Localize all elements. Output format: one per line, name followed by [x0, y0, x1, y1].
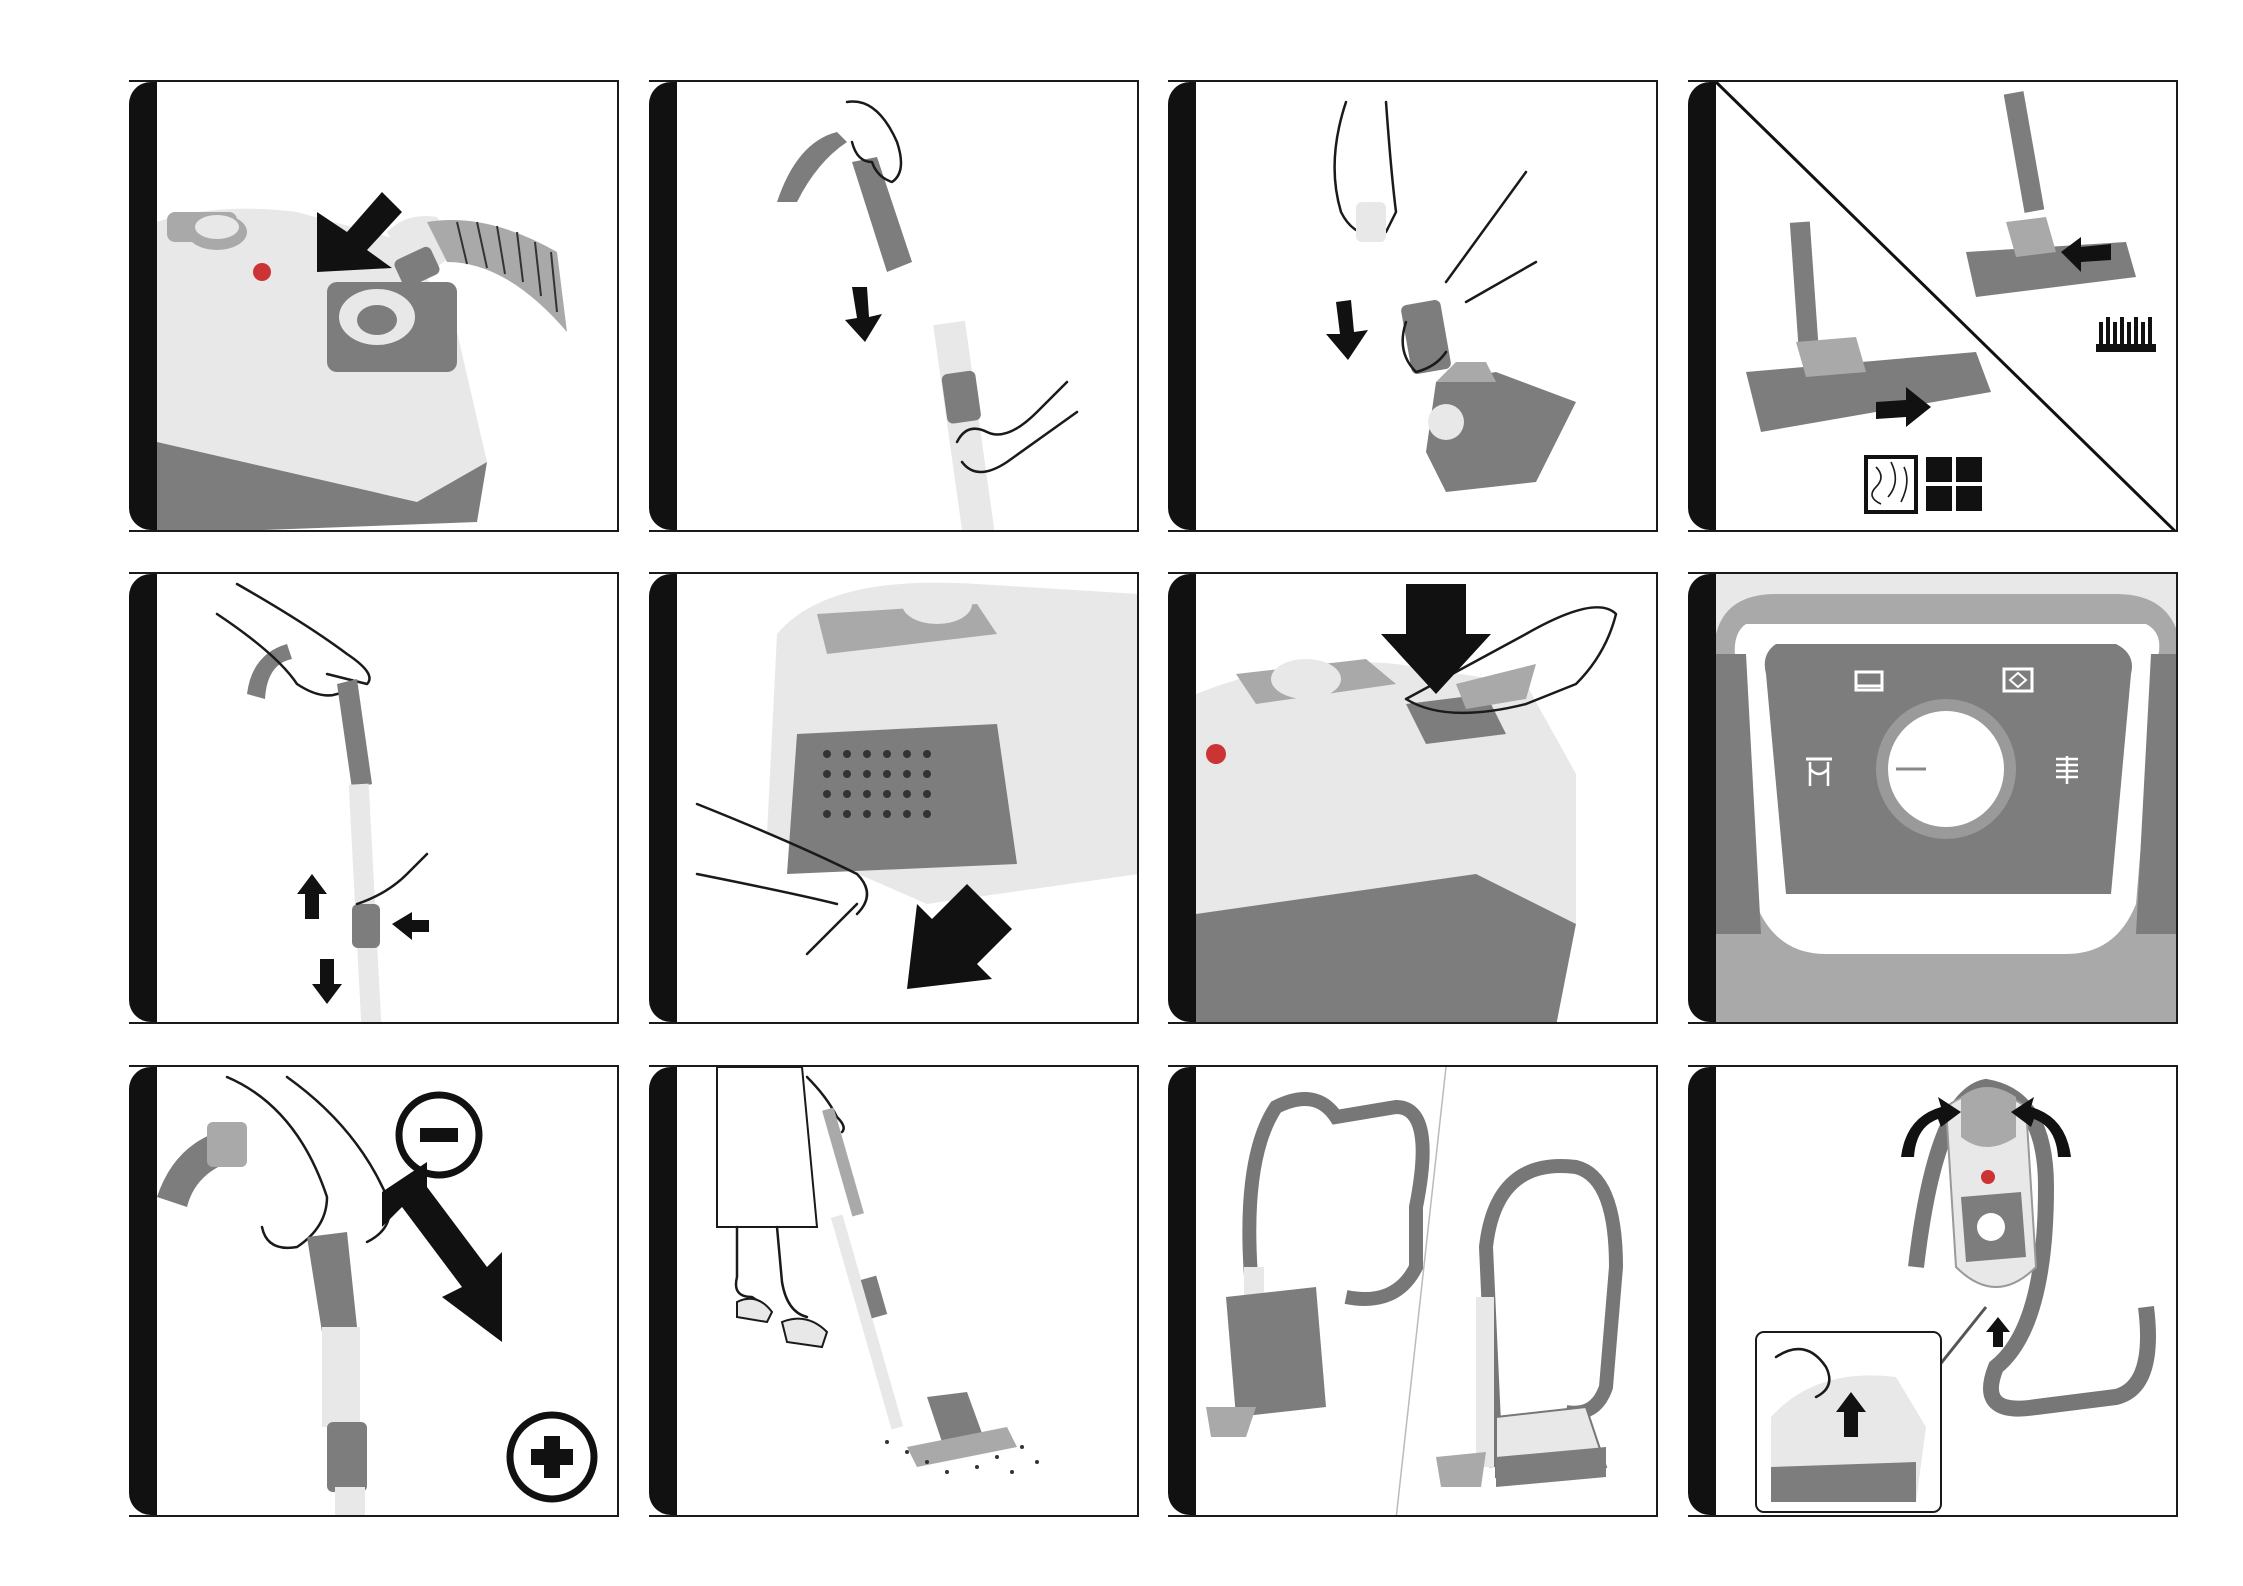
panel-side-bar	[649, 1067, 677, 1515]
carpet-icon	[2096, 317, 2166, 352]
cord-rewind-illustration	[1196, 574, 1658, 1024]
panel-side-bar	[1688, 82, 1716, 530]
panel-10-vacuuming	[649, 1065, 1139, 1517]
panel-5-telescopic-tube	[129, 572, 619, 1024]
power-dial-illustration	[1716, 574, 2178, 1024]
panel-side-bar	[1168, 1067, 1196, 1515]
handle-attach-illustration	[677, 82, 1139, 532]
power-cord-illustration	[677, 574, 1139, 1024]
panel-3-attach-nozzle	[1168, 80, 1658, 532]
arrow-icon	[845, 287, 882, 342]
panel-side-bar	[1168, 82, 1196, 530]
panel-2-attach-handle	[649, 80, 1139, 532]
panel-8-power-dial	[1688, 572, 2178, 1024]
hose-connection-illustration	[157, 82, 619, 532]
panel-7-cord-rewind-pedal	[1168, 572, 1658, 1024]
panel-side-bar	[129, 1067, 157, 1515]
hard-floor-icon	[1926, 457, 1982, 511]
floor-nozzle-illustration	[1716, 82, 2178, 532]
panel-4-floor-nozzle-settings	[1688, 80, 2178, 532]
minus-icon	[399, 1095, 479, 1175]
double-arrow-icon	[382, 1162, 502, 1342]
plus-icon	[510, 1415, 594, 1499]
panel-side-bar	[1688, 574, 1716, 1022]
tube-adjust-illustration	[157, 574, 619, 1024]
parking-storage-illustration	[1196, 1067, 1658, 1517]
panel-6-power-cord	[649, 572, 1139, 1024]
panel-11-parking-storage	[1168, 1065, 1658, 1517]
vacuuming-illustration	[677, 1067, 1139, 1517]
panel-side-bar	[1168, 574, 1196, 1022]
panel-side-bar	[649, 574, 677, 1022]
carry-and-bag-illustration	[1716, 1067, 2178, 1517]
panel-side-bar	[129, 82, 157, 530]
panel-side-bar	[1688, 1067, 1716, 1515]
panel-9-suction-control	[129, 1065, 619, 1517]
arrow-icon	[297, 874, 327, 919]
panel-1-connect-hose	[129, 80, 619, 532]
panel-side-bar	[649, 82, 677, 530]
panel-side-bar	[129, 574, 157, 1022]
arrow-icon	[1326, 300, 1368, 360]
rug-icon	[1866, 457, 1916, 512]
arrow-icon	[392, 912, 429, 940]
arrow-icon	[1986, 1317, 2010, 1347]
arrow-icon	[312, 959, 342, 1004]
suction-control-illustration	[157, 1067, 619, 1517]
panel-12-carry-and-bag	[1688, 1065, 2178, 1517]
nozzle-attach-illustration	[1196, 82, 1658, 532]
